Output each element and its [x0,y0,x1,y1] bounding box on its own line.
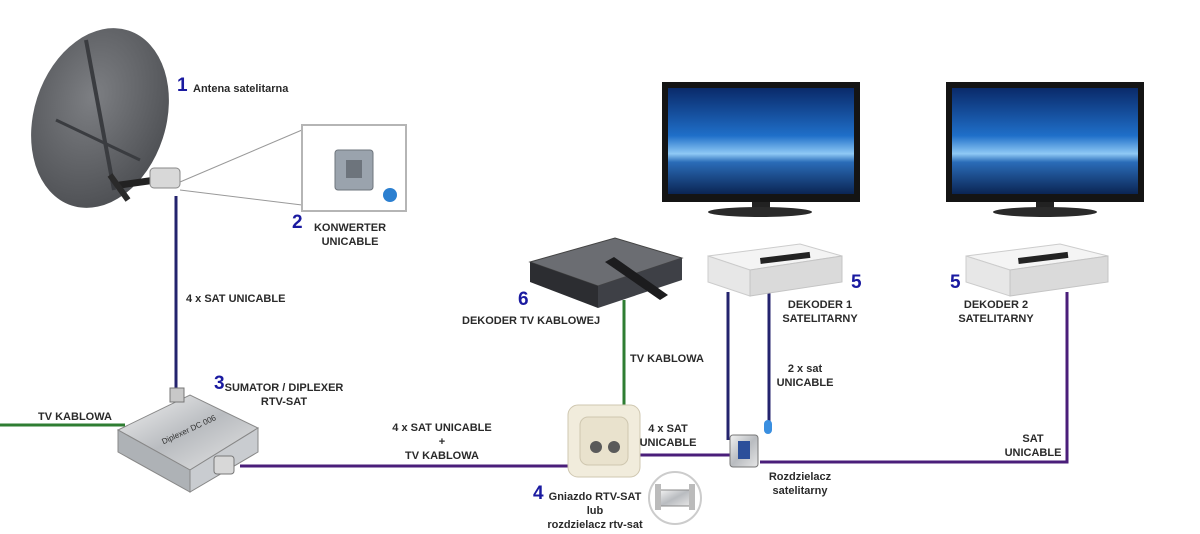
tv-1-icon [662,82,860,217]
tv-2-icon [946,82,1144,217]
cable-label-socket-to-cable-decoder: TV KABLOWA [630,353,704,365]
cable-label-diplexer-to-socket-line2: + [438,436,446,448]
cable-label-diplexer-to-socket-line1: 4 x SAT UNICABLE [392,422,492,434]
splitter-label-line2: satelitarny [772,485,828,497]
satellite-decoder-1-icon [707,243,843,297]
cable-label-socket-to-splitter: 4 x SAT UNICABLE [636,422,700,450]
cable-label-diplexer-to-socket-line3: TV KABLOWA [405,450,479,462]
converter-label: KONWERTER UNICABLE [300,221,400,249]
cable-label-splitter-to-decoder2-line1: SAT [1022,433,1044,445]
wall-socket-label-line2: lub [586,505,604,517]
antenna-number: 1 [177,75,188,96]
satellite-decoder-1-label: DEKODER 1 SATELITARNY [772,298,868,326]
wall-socket-label-line3: rozdzielacz rtv-sat [547,519,643,531]
cable-splitter-to-decoder2 [760,292,1069,464]
diplexer-label-line2: RTV-SAT [260,396,308,408]
cable-decoder-number: 6 [518,289,529,310]
satellite-decoder-1-label-line2: SATELITARNY [782,313,858,325]
cable-tv-decoder-icon [528,237,684,308]
converter-number: 2 [292,212,303,233]
diplexer-icon: Diplexer DC 006 [116,387,260,493]
cable-label-socket-to-splitter-line1: 4 x SAT [648,423,688,435]
satellite-decoder-2-number: 5 [950,272,961,293]
cable-label-tv-in: TV KABLOWA [38,411,112,423]
wall-socket-label-line1: Gniazdo RTV-SAT [548,491,642,503]
diplexer-label-line1: SUMATOR / DIPLEXER [224,382,344,394]
satellite-splitter-icon [729,420,772,468]
cable-label-antenna-to-diplexer: 4 x SAT UNICABLE [186,293,286,305]
converter-label-line2: UNICABLE [321,236,379,248]
cable-label-splitter-to-decoder2: SAT UNICABLE [998,432,1068,460]
wall-socket-label: Gniazdo RTV-SAT lub rozdzielacz rtv-sat [540,490,650,532]
cable-label-socket-to-splitter-line2: UNICABLE [639,437,697,449]
cable-label-splitter-to-decoders-line1: 2 x sat [787,363,823,375]
cable-label-diplexer-to-socket: 4 x SAT UNICABLE + TV KABLOWA [382,421,502,463]
antenna-label: Antena satelitarna [193,83,289,95]
satellite-decoder-2-label: DEKODER 2 SATELITARNY [948,298,1044,326]
converter-label-line1: KONWERTER [313,222,387,234]
satellite-decoder-1-number: 5 [851,272,862,293]
lnb-converter-inset [301,124,407,212]
rtv-sat-splitter-icon [648,471,702,525]
wall-socket-icon [567,404,641,478]
diplexer-number: 3 [214,373,225,394]
satellite-decoder-2-icon [965,243,1109,297]
diplexer-label: SUMATOR / DIPLEXER RTV-SAT [224,381,344,409]
wall-socket-number: 4 [533,483,544,504]
cable-decoder-label: DEKODER TV KABLOWEJ [462,315,601,327]
satellite-dish-icon [31,28,181,208]
cable-label-splitter-to-decoder2-line2: UNICABLE [1004,447,1062,459]
splitter-label: Rozdzielacz satelitarny [760,470,840,498]
splitter-label-line1: Rozdzielacz [768,471,832,483]
satellite-decoder-2-label-line1: DEKODER 2 [963,299,1029,311]
satellite-decoder-1-label-line1: DEKODER 1 [787,299,853,311]
satellite-decoder-2-label-line2: SATELITARNY [958,313,1034,325]
cable-label-splitter-to-decoders: 2 x sat UNICABLE [770,362,840,390]
cable-label-splitter-to-decoders-line2: UNICABLE [776,377,834,389]
